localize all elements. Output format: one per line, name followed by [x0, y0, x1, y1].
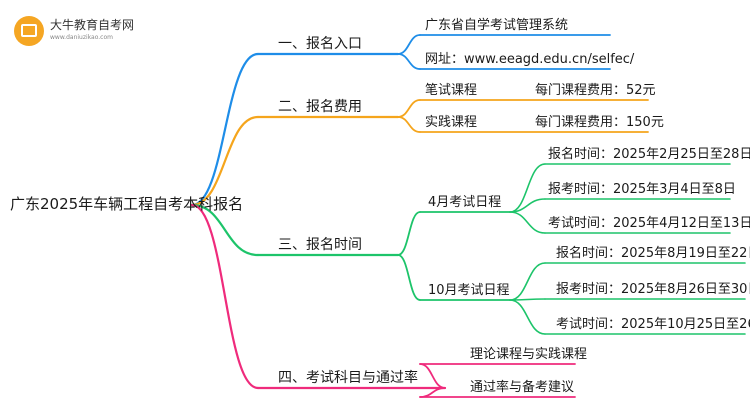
branch-4-child-1-label: 理论课程与实践课程 [470, 347, 587, 362]
branch-4-label: 四、考试科目与通过率 [278, 369, 418, 386]
brand-logo: 大牛教育自考网 www.daniuzikao.com [14, 14, 134, 48]
schedule-1-leaf-1: 报名时间：2025年2月25日至28日 [548, 146, 750, 162]
schedule-2-leaf-1: 报名时间：2025年8月19日至22日 [556, 245, 750, 261]
edge-branch-2-child-1 [397, 99, 421, 118]
branch-2-label: 二、报名费用 [278, 99, 362, 115]
edge-branch-3-child-1 [397, 211, 421, 256]
edge-root-to-branch-3 [190, 203, 260, 257]
branch-3-child-2-label: 10月考试日程 [428, 283, 510, 298]
schedule-1-leaf-2: 报考时间：2025年3月4日至8日 [548, 182, 736, 197]
schedule-2-leaf-3: 考试时间：2025年10月25日至26日 [556, 317, 750, 332]
branch-2-child-1-value: 每门课程费用：52元 [535, 82, 656, 98]
edge-root-to-branch-1 [190, 52, 260, 207]
mindmap-labels: 广东2025年车辆工程自考本科报名 一、报名入口 广东省自学考试管理系统网址：ww… [10, 17, 750, 395]
branch-4-child-2-label: 通过率与备考建议 [470, 379, 574, 395]
edge-child-1-leaf-1 [509, 163, 546, 213]
branch-1-label: 一、报名入口 [278, 36, 362, 52]
edge-root-to-branch-4 [190, 203, 260, 390]
branch-1-child-1-label: 广东省自学考试管理系统 [425, 17, 568, 33]
edge-branch-2-child-2 [397, 116, 421, 133]
schedule-2-leaf-2: 报考时间：2025年8月26日至30日 [556, 282, 750, 297]
edge-root-to-branch-2 [190, 115, 260, 207]
branch-2-child-1-label: 笔试课程 [425, 82, 477, 98]
edge-branch-3-child-2 [397, 254, 421, 301]
branch-3-child-1-label: 4月考试日程 [428, 195, 501, 210]
branch-3-label: 三、报名时间 [278, 237, 362, 253]
branch-1-child-2-label: 网址：www.eeagd.edu.cn/selfec/ [425, 52, 635, 67]
edge-branch-4-child-1 [419, 363, 446, 389]
edge-child-2-leaf-1 [509, 262, 546, 301]
edge-branch-1-child-2 [397, 53, 421, 70]
schedule-1-leaf-3: 考试时间：2025年4月12日至13日 [548, 216, 750, 231]
branch-2-child-2-value: 每门课程费用：150元 [535, 114, 664, 130]
edge-child-2-leaf-3 [509, 299, 546, 335]
branch-2-child-2-label: 实践课程 [425, 115, 477, 130]
brand-url: www.daniuzikao.com [50, 34, 113, 41]
root-node: 广东2025年车辆工程自考本科报名 [10, 195, 243, 213]
brand-name: 大牛教育自考网 [50, 18, 135, 32]
mindmap-edges [190, 34, 746, 398]
edge-branch-1-child-1 [397, 34, 421, 55]
book-icon [14, 16, 44, 46]
edge-branch-4-child-2 [419, 387, 446, 398]
edge-child-1-leaf-3 [509, 211, 546, 234]
